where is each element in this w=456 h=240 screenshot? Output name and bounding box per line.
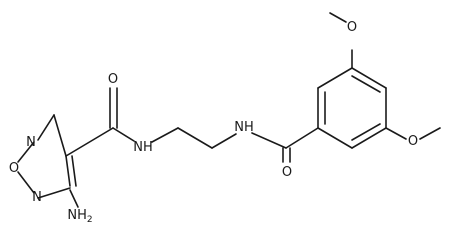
bond-benz-3-4-double	[351, 75, 381, 93]
molecule-drawing: N O N NH2 O NH NH O O O	[9, 12, 441, 222]
bond-ring-o-right	[385, 127, 407, 140]
bond-ring-c-upper	[53, 114, 67, 157]
bond-benz-2-3	[317, 67, 353, 89]
atom-amine: NH2	[67, 208, 92, 222]
atom-methoxy-right-o: O	[408, 134, 418, 149]
bond-benz-6-1	[317, 127, 353, 149]
bond-o-n-lower	[17, 171, 35, 194]
bond-carbonyl-ring	[285, 127, 319, 149]
bond-ch2-ch2	[177, 127, 213, 149]
atom-ring-n-lower: N	[32, 190, 42, 205]
bond-carbonyl-nh-left	[112, 127, 135, 142]
structure-diagram: N O N NH2 O NH NH O O O	[9, 12, 441, 222]
atom-amide-right-nh: NH	[234, 120, 254, 135]
bond-c-c-ring-double	[71, 155, 77, 187]
atom-amide-left-o: O	[108, 72, 118, 87]
bond-ring-carbonyl	[65, 127, 114, 157]
bond-nh-carbonyl-right	[251, 132, 287, 149]
atom-ring-n-upper: N	[26, 135, 36, 150]
bond-n-c-lower	[37, 187, 71, 199]
atoms: N O N NH2 O NH NH O O O	[9, 20, 418, 222]
bonds	[17, 12, 441, 208]
bond-benz-5-6-double	[351, 123, 381, 141]
bond-nh-ch2-a	[151, 127, 179, 143]
bond-n-o-upper	[17, 141, 35, 163]
bond-benz-5-6	[351, 127, 387, 149]
atom-amide-left-nh: NH	[133, 140, 153, 155]
bond-n-c-upper	[37, 114, 55, 141]
atom-amide-right-o: O	[282, 165, 292, 180]
bond-c-c-ring	[65, 155, 71, 187]
atom-methoxy-top-o: O	[347, 20, 357, 35]
bond-benz-3-4	[351, 67, 387, 89]
bond-ch2-nh-b	[211, 133, 237, 149]
atom-ring-o: O	[9, 161, 19, 176]
atom-amine-subscript: 2	[87, 215, 93, 222]
atom-amine-main: NH	[67, 208, 87, 222]
bond-o-ch3-top	[329, 12, 347, 23]
bond-o-ch3-right	[419, 127, 441, 140]
bond-c-nh2	[69, 189, 79, 208]
